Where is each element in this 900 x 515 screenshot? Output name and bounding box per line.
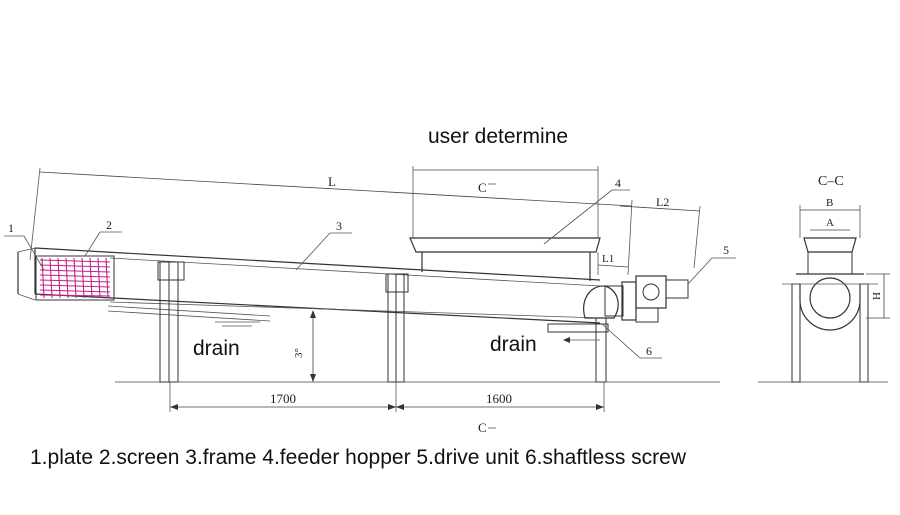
feeder-hopper [409,237,601,281]
drain-pipe-left [107,305,271,327]
drain-label-left: drain [193,337,240,360]
dimension-l2: L2 [619,195,701,269]
dimension-a: A [826,217,834,229]
callout-3: 3 [336,219,342,233]
angle-label: 3° [293,348,305,358]
section-view: C–C B A H [782,174,890,383]
heading-user-determine: user determine [428,125,568,148]
section-title: C–C [818,174,844,189]
section-marker-top: C [478,180,487,195]
drain-outlet-right [547,323,609,343]
dimension-l: L [29,167,633,276]
drive-unit [583,275,689,323]
dimension-1700: 1700 [270,391,296,406]
section-marker-bottom: C [478,420,487,435]
dimension-l-label: L [328,174,336,189]
screen-mesh [35,255,115,301]
dimension-l1: L1 [597,252,629,275]
dimension-l2-label: L2 [656,195,669,209]
callout-1: 1 [8,221,14,235]
callouts: 1 2 3 4 5 6 [4,176,736,359]
callout-2: 2 [106,218,112,232]
callout-5: 5 [723,243,729,257]
dimension-1600: 1600 [486,391,512,406]
base-dimensions: 1700 1600 [169,382,605,412]
parts-caption: 1.plate 2.screen 3.frame 4.feeder hopper… [30,446,687,469]
dimension-b: B [826,197,833,209]
hopper-width-dimension [412,166,599,238]
dimension-l1-label: L1 [602,253,614,265]
callout-4: 4 [615,176,621,190]
trough-body [17,247,601,324]
drain-label-right: drain [490,333,537,356]
callout-6: 6 [646,344,652,358]
angle-indicator: 3° [293,310,316,382]
dimension-h: H [871,292,883,300]
